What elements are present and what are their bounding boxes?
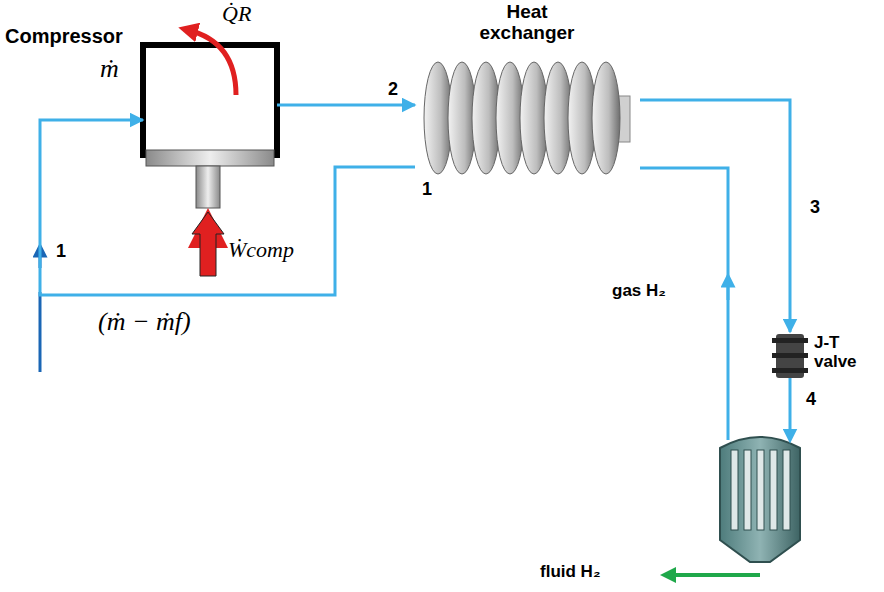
stream-label: fluid H₂ xyxy=(540,563,600,582)
flow-arrow xyxy=(727,280,730,300)
state-number: 2 xyxy=(386,80,400,100)
part-name: Compressor xyxy=(5,25,123,47)
gas-line xyxy=(640,168,728,440)
work-arrow-body xyxy=(192,212,224,276)
state-number: 1 xyxy=(420,180,434,200)
liquid-outlet-arrow xyxy=(668,573,760,577)
jt-valve: J-T valve xyxy=(772,332,808,380)
part-name: J-T valve xyxy=(814,334,872,371)
inlet-line xyxy=(39,292,42,372)
stream-label: gas H₂ xyxy=(612,282,666,301)
part-name: Heat exchanger xyxy=(467,2,587,44)
valve-outlet-line xyxy=(789,378,792,436)
work-symbol: Ẇcomp xyxy=(228,238,294,262)
heat-arrow xyxy=(188,30,236,95)
flow-line xyxy=(40,120,415,295)
compressor: Compressor xyxy=(143,45,277,155)
state-number: 3 xyxy=(808,198,822,218)
heat-exchanger: Heat exchanger xyxy=(415,58,640,178)
mass-flow-symbol: ṁ xyxy=(100,55,119,84)
heat-symbol: Q̇R xyxy=(222,2,251,26)
state-number: 4 xyxy=(806,390,816,410)
separator-tank xyxy=(720,437,800,562)
heat-exchanger-coil xyxy=(424,62,630,174)
compressor-cylinder xyxy=(143,45,277,208)
mass-flow-symbol: (ṁ − ṁf) xyxy=(98,308,191,337)
state-number: 1 xyxy=(56,242,66,262)
valve-body xyxy=(772,334,808,378)
flow-line xyxy=(277,104,415,107)
